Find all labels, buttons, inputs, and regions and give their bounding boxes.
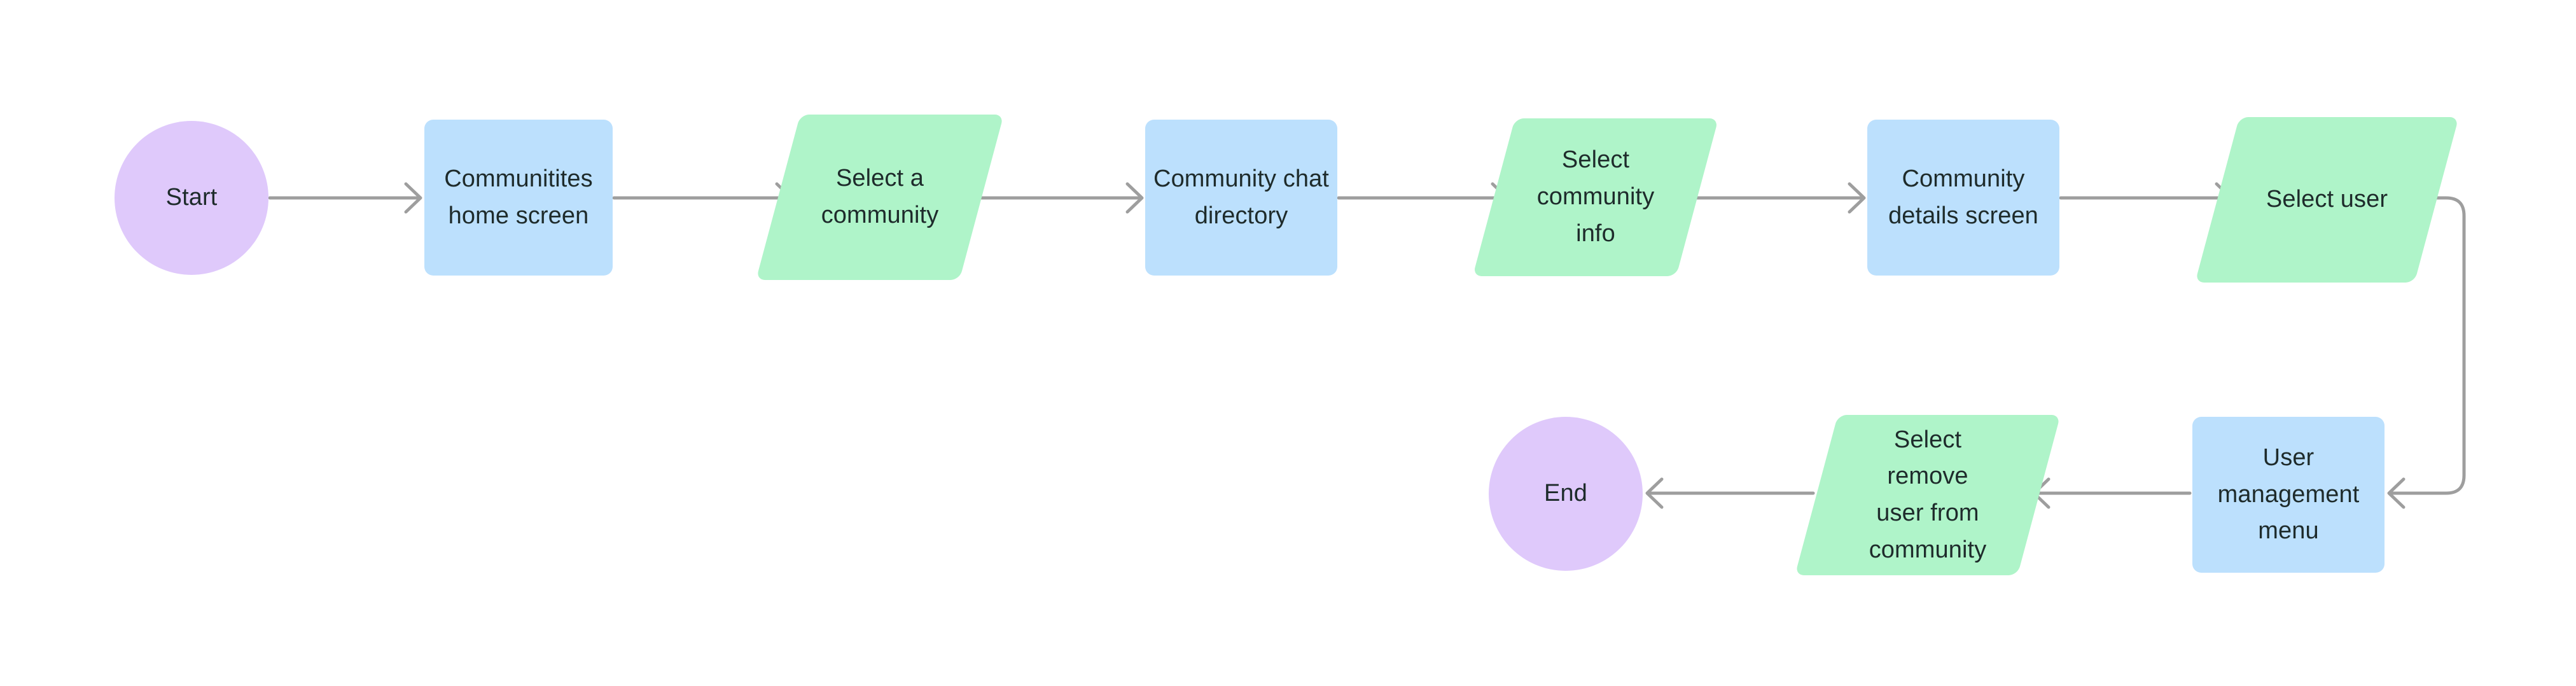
node-communities-home-screen[interactable]: Communitites home screen xyxy=(424,120,613,276)
node-community-details-screen[interactable]: Community details screen xyxy=(1867,120,2059,276)
node-select-a-community[interactable]: Select a community xyxy=(756,115,1004,280)
node-community-details-screen-label: Community details screen xyxy=(1888,165,2038,229)
node-start-label: Start xyxy=(165,184,218,211)
edge-communities-home-to-select-community xyxy=(612,182,793,214)
node-user-management-menu[interactable]: User management menu xyxy=(2192,417,2385,573)
node-select-remove-user-from-community[interactable]: Select remove user from community xyxy=(1795,415,2061,575)
node-select-a-community-label: Select a community xyxy=(821,165,939,228)
node-end-label: End xyxy=(1544,480,1587,507)
node-select-community-info-label: Select community info xyxy=(1536,146,1655,247)
edge-user-mgmt-menu-to-remove-user xyxy=(2032,477,2192,509)
node-community-chat-directory-label: Community chat directory xyxy=(1153,165,1329,229)
edge-start-to-communities-home xyxy=(268,182,422,214)
edge-remove-user-to-end xyxy=(1645,477,1815,509)
edge-select-info-to-details-screen xyxy=(1684,182,1866,214)
node-user-management-menu-label: User management menu xyxy=(2217,444,2360,545)
node-start[interactable]: Start xyxy=(115,121,268,275)
node-select-user-label: Select user xyxy=(2266,186,2388,213)
node-select-remove-user-from-community-label: Select remove user from community xyxy=(1869,426,1987,563)
node-communities-home-screen-label: Communitites home screen xyxy=(444,165,593,229)
edge-chat-directory-to-select-info xyxy=(1337,182,1509,214)
edge-details-screen-to-select-user xyxy=(2059,182,2233,214)
node-select-community-info[interactable]: Select community info xyxy=(1472,118,1719,276)
node-select-user[interactable]: Select user xyxy=(2195,117,2459,283)
node-community-chat-directory[interactable]: Community chat directory xyxy=(1145,120,1337,276)
edge-select-community-to-chat-directory xyxy=(968,182,1144,214)
node-end[interactable]: End xyxy=(1489,417,1643,571)
